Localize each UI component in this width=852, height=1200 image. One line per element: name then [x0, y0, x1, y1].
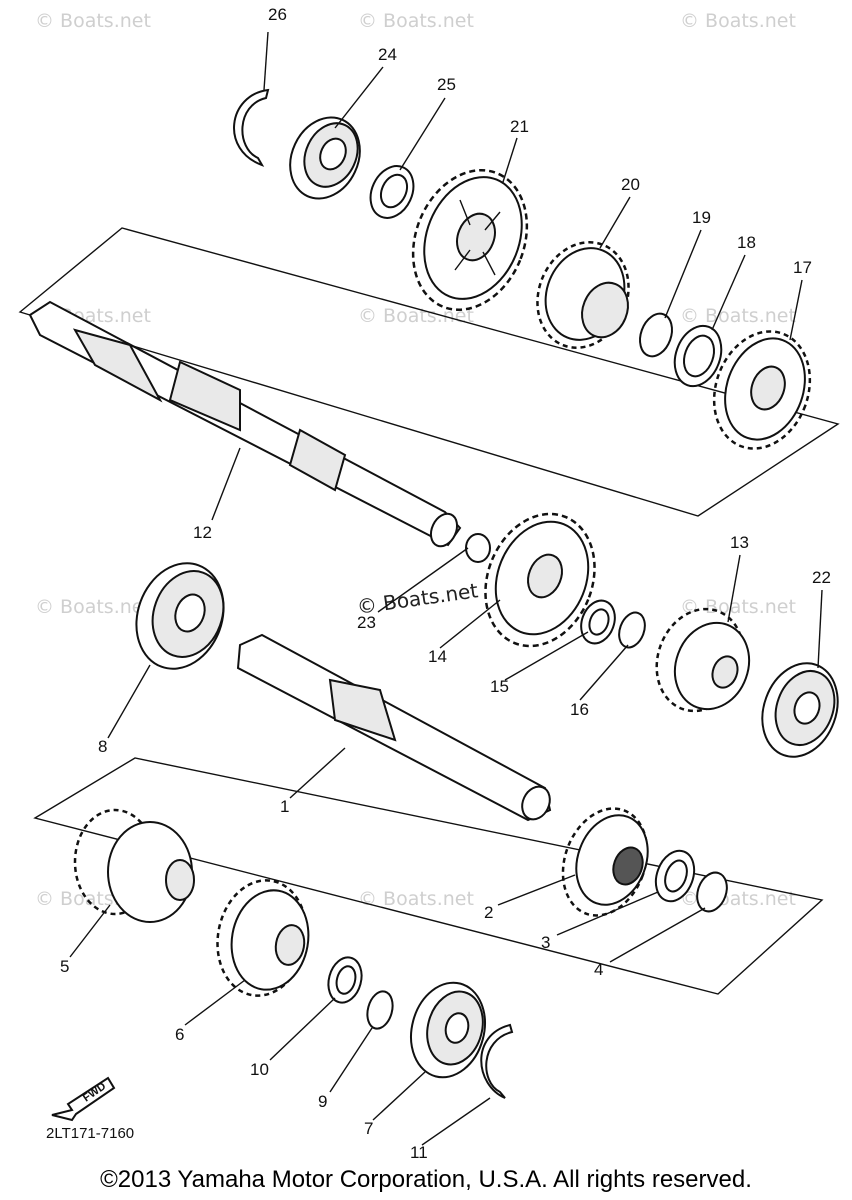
part-26-circlip: [233, 88, 270, 167]
part-23-collar: [465, 533, 491, 563]
part-22-bearing: [761, 662, 839, 758]
watermarks: © Boats.net © Boats.net © Boats.net © Bo…: [35, 10, 796, 910]
part-7-bearing: [410, 981, 486, 1079]
part-9-circlip: [366, 990, 394, 1030]
watermark: © Boats.net: [680, 596, 796, 618]
callout-8: 8: [98, 737, 107, 756]
part-24-bearing: [289, 116, 361, 200]
part-11-circlip: [480, 1023, 514, 1099]
part-1-main-axle: [236, 633, 552, 822]
callout-9: 9: [318, 1092, 327, 1111]
part-16-circlip: [618, 611, 646, 649]
callout-16: 16: [570, 700, 589, 719]
callout-21: 21: [510, 117, 529, 136]
part-15-washer: [580, 599, 616, 645]
part-2-gear: [561, 807, 649, 917]
part-4-circlip: [696, 871, 728, 913]
callout-26: 26: [268, 5, 287, 24]
callout-12: 12: [193, 523, 212, 542]
watermark: © Boats.net: [680, 305, 796, 327]
watermark: © Boats.net: [35, 596, 151, 618]
callout-1: 1: [280, 797, 289, 816]
callout-17: 17: [793, 258, 812, 277]
drawing-code: 2LT171-7160: [46, 1125, 134, 1142]
callout-15: 15: [490, 677, 509, 696]
part-12-countershaft: [28, 300, 462, 548]
copyright-notice: ©2013 Yamaha Motor Corporation, U.S.A. A…: [100, 1166, 752, 1193]
watermark: © Boats.net: [358, 10, 474, 32]
part-6-gear: [216, 879, 310, 997]
leader-lines: [69, 31, 823, 1146]
callout-20: 20: [621, 175, 640, 194]
part-10-washer: [327, 956, 363, 1004]
callout-18: 18: [737, 233, 756, 252]
callout-3: 3: [541, 933, 550, 952]
part-25-washer: [369, 165, 415, 219]
watermark: © Boats.net: [358, 888, 474, 910]
part-13-gear: [655, 607, 751, 713]
fwd-arrow-icon: FWD: [51, 1076, 116, 1122]
part-3-washer: [654, 849, 696, 903]
countershaft-group-outline: [18, 227, 840, 517]
callout-labels: 26 24 25 21 20 19 18 17 12 23 14 15 16 1…: [60, 5, 831, 1162]
part-20-gear: [536, 241, 630, 349]
part-14-gear: [484, 512, 596, 648]
callout-4: 4: [594, 960, 603, 979]
callout-14: 14: [428, 647, 447, 666]
callout-13: 13: [730, 533, 749, 552]
callout-10: 10: [250, 1060, 269, 1079]
callout-11: 11: [410, 1143, 428, 1162]
part-17-gear: [712, 330, 812, 450]
part-18-washer: [673, 324, 723, 388]
part-19-circlip: [639, 312, 673, 358]
callout-5: 5: [60, 957, 69, 976]
callout-25: 25: [437, 75, 456, 94]
watermark: © Boats.net: [35, 10, 151, 32]
watermark: © Boats.net: [680, 10, 796, 32]
part-5-gear: [73, 808, 195, 923]
watermark: © Boats.net: [358, 305, 474, 327]
part-21-gear: [411, 168, 529, 312]
callout-2: 2: [484, 903, 493, 922]
callout-19: 19: [692, 208, 711, 227]
part-8-bearing: [135, 562, 225, 670]
callout-22: 22: [812, 568, 831, 587]
callout-7: 7: [364, 1119, 373, 1138]
callout-23: 23: [357, 613, 376, 632]
callout-6: 6: [175, 1025, 184, 1044]
callout-24: 24: [378, 45, 397, 64]
mainshaft-group-outline: [33, 757, 824, 995]
